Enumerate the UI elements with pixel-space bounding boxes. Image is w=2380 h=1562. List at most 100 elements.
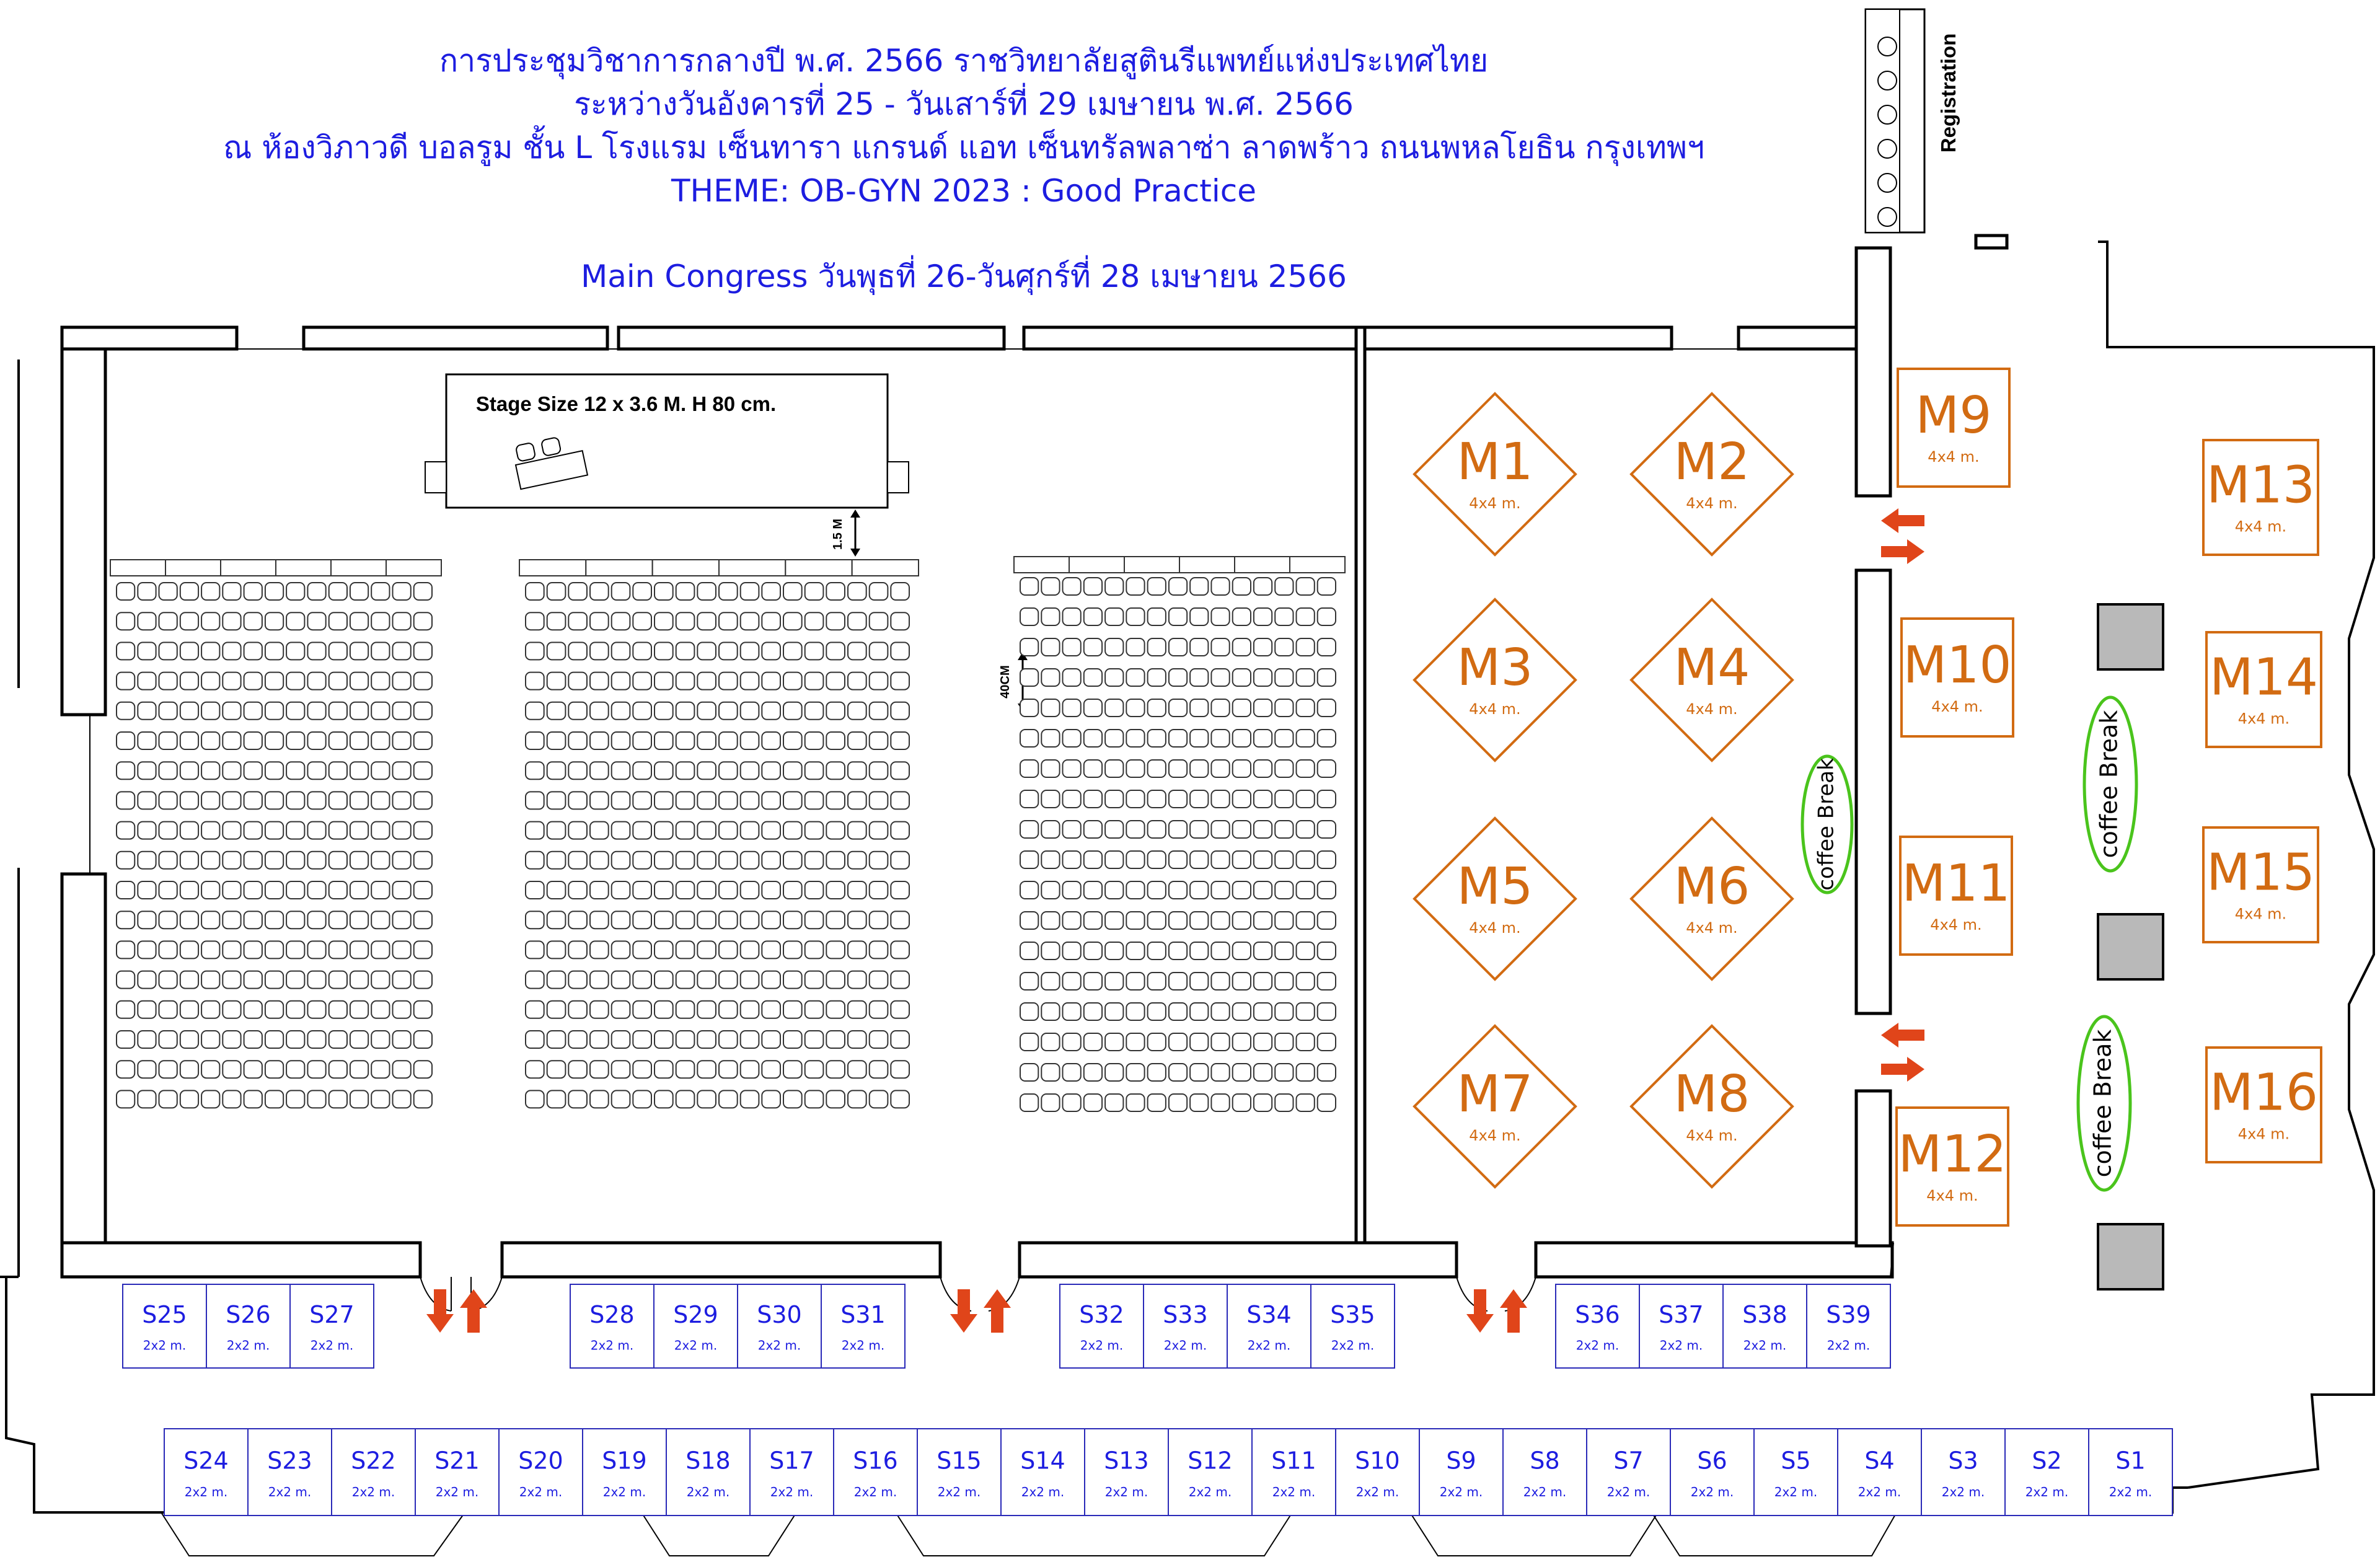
seat xyxy=(158,1030,178,1049)
seat xyxy=(546,850,566,870)
seat xyxy=(158,1090,178,1109)
seat xyxy=(158,642,178,661)
booth-size: 2x2 m. xyxy=(758,1338,801,1352)
booth-id: M8 xyxy=(1674,1065,1750,1124)
seat xyxy=(1041,1063,1060,1082)
seat xyxy=(868,791,889,810)
seat xyxy=(371,731,390,750)
seat xyxy=(349,970,369,989)
seat xyxy=(116,761,136,780)
seat xyxy=(783,582,803,601)
booth-size: 2x2 m. xyxy=(1607,1485,1650,1499)
seat xyxy=(1062,850,1082,869)
seat xyxy=(243,1030,263,1049)
seat xyxy=(1104,1093,1124,1112)
booth-size: 4x4 m. xyxy=(2235,518,2286,536)
seat xyxy=(1062,1093,1082,1112)
seat xyxy=(868,850,889,870)
seat xyxy=(1083,1002,1103,1021)
seat xyxy=(328,940,348,960)
seat xyxy=(1168,1093,1188,1112)
seat xyxy=(1147,972,1166,991)
seat xyxy=(349,791,369,810)
seat xyxy=(201,1060,221,1079)
seat xyxy=(525,850,545,870)
front-table xyxy=(1069,556,1125,573)
seat xyxy=(179,642,200,661)
seat xyxy=(1274,729,1294,748)
seat xyxy=(589,612,609,631)
seat xyxy=(1104,1063,1124,1082)
seat xyxy=(1147,699,1166,717)
seat xyxy=(1189,1033,1209,1051)
exhibit-corner xyxy=(1890,1242,1894,1277)
booth-outline xyxy=(247,1428,332,1516)
seat xyxy=(1083,790,1103,808)
seat xyxy=(392,821,412,840)
seat xyxy=(632,940,652,960)
seat xyxy=(1316,820,1336,839)
seat xyxy=(632,970,652,989)
seat xyxy=(1168,942,1188,960)
seat xyxy=(1316,911,1336,930)
seat xyxy=(675,612,695,631)
seat xyxy=(116,731,136,750)
registration-chair xyxy=(1877,173,1897,193)
